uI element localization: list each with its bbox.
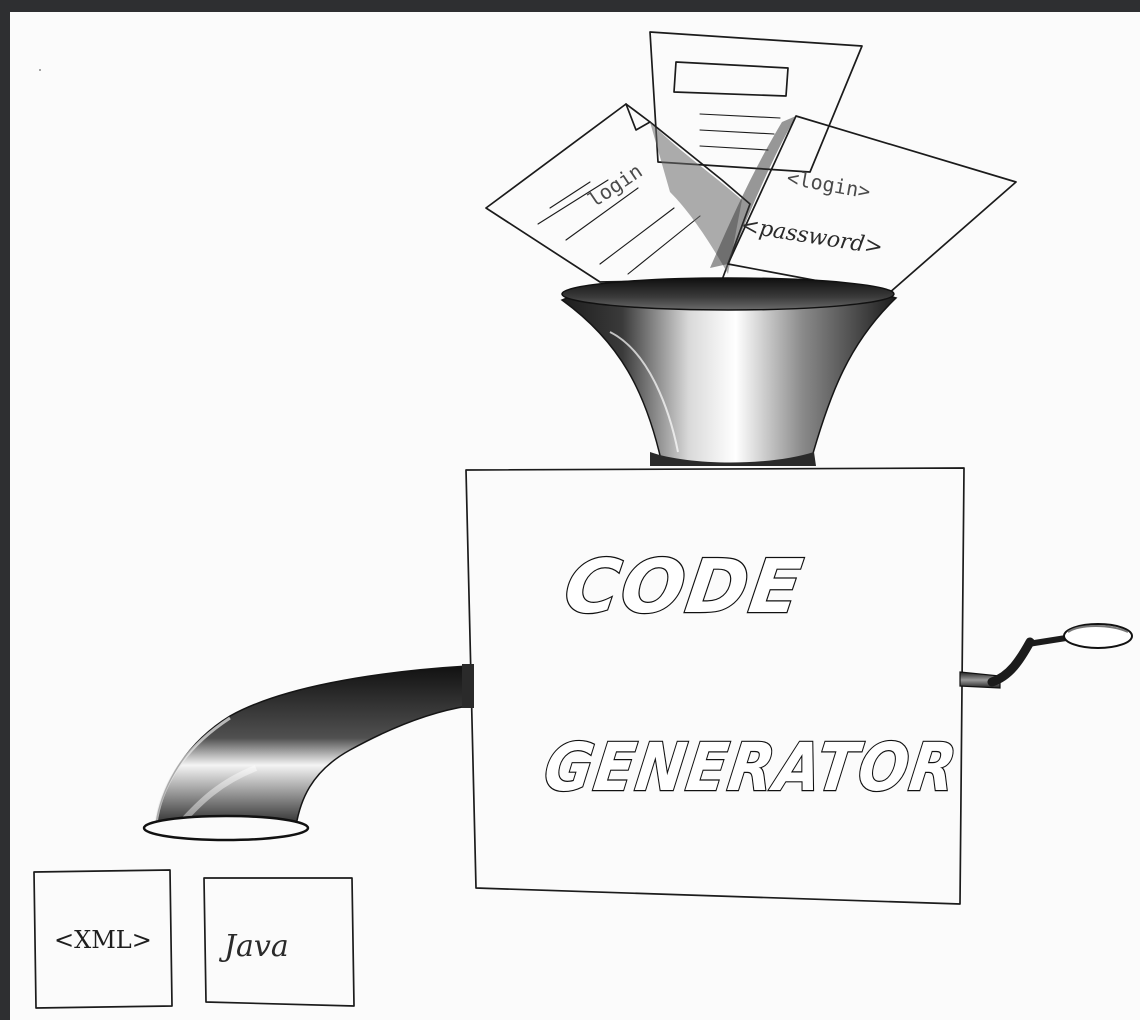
java-output-box: Java bbox=[204, 878, 354, 1006]
xml-box-label: <XML> bbox=[54, 926, 152, 954]
crank-handle bbox=[960, 624, 1132, 688]
right-document: <login> <password> bbox=[710, 116, 1016, 294]
ink-speck bbox=[39, 69, 41, 71]
right-sheet-line-2: <password> bbox=[739, 213, 884, 260]
outlet-pipe bbox=[144, 664, 474, 840]
machine-title-line-2: GENERATOR bbox=[540, 728, 963, 806]
machine-title-line-1: CODE bbox=[559, 543, 808, 630]
code-generator-sketch: login <login> <password> CODE GENERATOR bbox=[10, 12, 1140, 1020]
right-sheet-line-1: <login> bbox=[785, 165, 872, 203]
machine-body: CODE GENERATOR bbox=[466, 468, 964, 904]
funnel bbox=[562, 278, 896, 466]
xml-output-box: <XML> bbox=[34, 870, 172, 1008]
java-box-label: Java bbox=[218, 929, 289, 964]
sketch-paper: login <login> <password> CODE GENERATOR bbox=[10, 12, 1140, 1020]
